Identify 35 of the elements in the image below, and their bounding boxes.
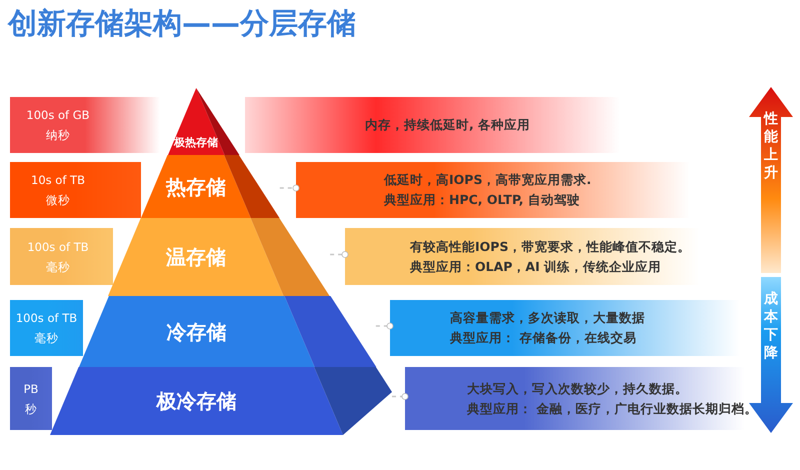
- leader-line: [330, 251, 348, 258]
- leader-line: [280, 184, 300, 192]
- arrow-label: 成本下降: [762, 290, 779, 362]
- title: 创新存储架构——分层存储: [8, 5, 356, 42]
- capacity-band: [10, 228, 113, 285]
- band-label: 秒: [24, 400, 38, 418]
- band-label: 纳秒: [45, 127, 71, 144]
- description-text: 典型应用： 存储备份，在线交易: [450, 329, 638, 347]
- tier-label: 冷存储: [165, 318, 228, 346]
- description-text: 内存，持续低延时, 各种应用: [365, 116, 532, 134]
- description-text: 低延时，高IOPS，高带宽应用需求.: [384, 171, 592, 189]
- band-label: 毫秒: [34, 330, 60, 347]
- description-text: 高容量需求，多次读取，大量数据: [450, 309, 646, 327]
- band-label: 微秒: [45, 192, 71, 209]
- band-label: 100s of GB: [25, 107, 91, 124]
- leader-line: [392, 393, 408, 400]
- band-label: 毫秒: [45, 258, 71, 276]
- description-text: 大块写入，写入次数较少，持久数据。: [467, 380, 689, 398]
- description-text: 有较高性能IOPS，带宽要求，性能峰值不稳定。: [410, 238, 692, 256]
- tier-label: 热存储: [164, 174, 228, 200]
- description-text: 典型应用：HPC, OLTP, 自动驾驶: [384, 191, 581, 209]
- tier-label: 极冷存储: [155, 388, 238, 415]
- tier-label: 温存储: [164, 244, 228, 271]
- arrow-label: 性能上升: [762, 110, 779, 182]
- capacity-band: [10, 367, 52, 430]
- tier-label: 极热存储: [172, 135, 220, 152]
- band-label: 100s of TB: [26, 238, 90, 256]
- capacity-band: [10, 97, 160, 153]
- description-text: 典型应用：OLAP，AI 训练，传统企业应用: [410, 258, 662, 276]
- band-label: 10s of TB: [30, 172, 86, 189]
- leader-line: [376, 322, 394, 330]
- band-label: PB: [22, 380, 40, 398]
- capacity-band: [10, 162, 141, 218]
- capacity-band: [10, 300, 83, 356]
- band-label: 100s of TB: [14, 310, 78, 327]
